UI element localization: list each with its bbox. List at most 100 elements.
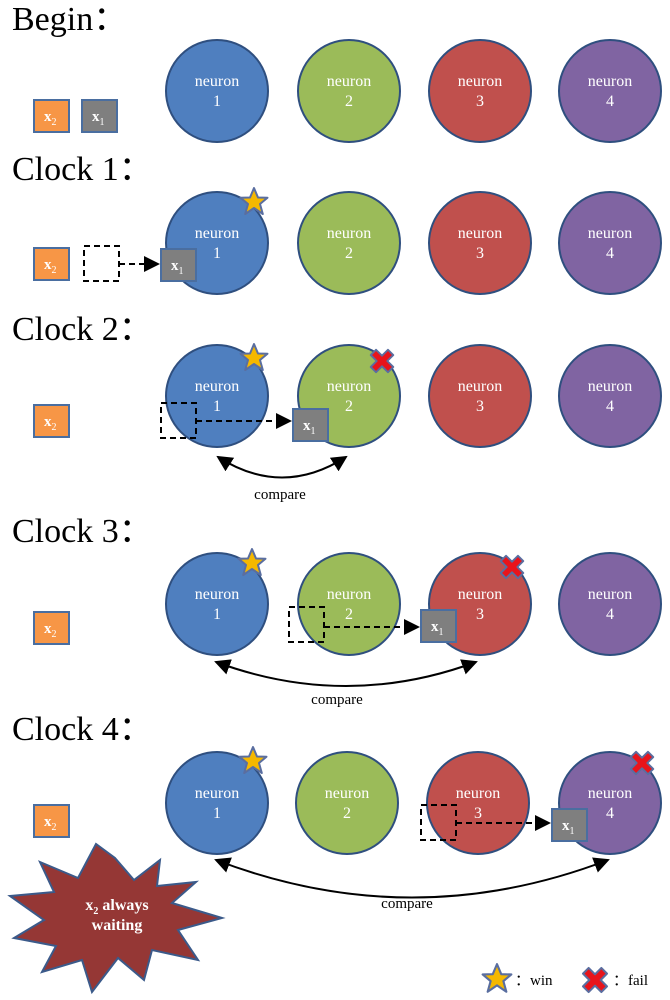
svg-text:neuron: neuron [456,785,500,802]
svg-text:4: 4 [606,606,614,623]
neuron-2: neuron 2 [297,191,401,295]
input-x2-letter: x [44,109,52,125]
stage-clock-3: Clock 3： x2 neuron 1 neuron 2 neuron 3 n… [12,513,662,708]
input-x1-letter: x [92,109,100,125]
legend-win-label: ：win [515,973,553,989]
neuron-label: neuron [458,73,502,90]
neuron-1: neuron 1 [165,552,269,656]
neuron-label: neuron [327,73,371,90]
svg-text:3: 3 [476,606,484,623]
svg-text:4: 4 [606,805,614,822]
neuron-3: neuron 3 [428,344,532,448]
svg-text:x1: x1 [431,619,444,638]
svg-text:x2: x2 [44,814,57,833]
neuron-1: neuron 1 [165,751,269,855]
svg-text:neuron: neuron [327,225,371,242]
waiting-burst: x2 always waiting [7,842,226,995]
input-box-x2: x2 [33,247,70,281]
svg-text:neuron: neuron [588,785,632,802]
svg-text:3: 3 [476,398,484,415]
input-box-x1: x1 [160,248,197,282]
input-box-x2: x2 [33,611,70,645]
input-box-x2: x2 [33,99,70,133]
stage-title-clock-1: Clock 1： [12,151,153,188]
svg-text:x1: x1 [171,258,184,277]
neuron-index: 1 [213,93,221,110]
compare-label: compare [381,896,433,912]
svg-text:2: 2 [345,245,353,262]
input-box-x1: x1 [420,609,457,643]
stage-clock-1: Clock 1： x2 neuron 1 neuron 2 neuron 3 n… [12,151,662,295]
svg-text:2: 2 [345,606,353,623]
stage-clock-2: Clock 2： x2 neuron 1 neuron 2 neuron 3 n… [12,311,662,503]
svg-text:3: 3 [476,245,484,262]
neuron-3: neuron 3 [426,751,530,855]
neuron-2: neuron 2 [297,39,401,143]
neuron-index: 3 [476,93,484,110]
svg-text:neuron: neuron [195,225,239,242]
svg-text:neuron: neuron [458,586,502,603]
svg-text:x2: x2 [44,621,57,640]
compare-label: compare [254,487,306,503]
input-box-x1: x1 [551,808,588,842]
vacated-slot [288,606,325,643]
legend-fail-label: ：fail [613,973,648,989]
svg-text:neuron: neuron [195,586,239,603]
svg-text:neuron: neuron [588,586,632,603]
stage-begin: Begin： x2 x1 neuron 1 neuron 2 neuron 3 … [12,1,662,143]
svg-text:1: 1 [213,398,221,415]
stage-title-clock-3: Clock 3： [12,513,153,550]
svg-text:1: 1 [213,245,221,262]
input-x2-sub: 2 [52,117,57,128]
svg-text:neuron: neuron [588,225,632,242]
neuron-2: neuron 2 [297,552,401,656]
stage-title-clock-4: Clock 4： [12,711,153,748]
svg-text:x2: x2 [44,414,57,433]
svg-text:neuron: neuron [327,378,371,395]
neuron-4: neuron 4 [558,344,662,448]
svg-text:neuron: neuron [327,586,371,603]
stage-clock-4: Clock 4： x2 neuron 1 neuron 2 neuron 3 n… [7,711,662,995]
legend: ：win ：fail [481,963,648,996]
svg-text:4: 4 [606,245,614,262]
input-box-x2: x2 [33,404,70,438]
compare-arrow [214,659,478,687]
svg-text:neuron: neuron [588,378,632,395]
neuron-1: neuron 1 [165,344,269,448]
neuron-3: neuron 3 [428,39,532,143]
input-box-x1: x1 [292,408,329,442]
neuron-4: neuron 4 [558,39,662,143]
compare-label: compare [311,692,363,708]
svg-text:neuron: neuron [458,378,502,395]
neuron-3: neuron 3 [428,191,532,295]
svg-text:x2 always: x2 always [85,897,148,917]
svg-text:neuron: neuron [195,378,239,395]
svg-text:x1: x1 [92,109,105,128]
svg-text:2: 2 [343,805,351,822]
svg-text:3: 3 [474,805,482,822]
svg-text:neuron: neuron [325,785,369,802]
neuron-4: neuron 4 [558,552,662,656]
svg-text:2: 2 [345,398,353,415]
stage-title-clock-2: Clock 2： [12,311,153,348]
svg-text:1: 1 [213,606,221,623]
svg-text:4: 4 [606,398,614,415]
svg-text:x1: x1 [562,818,575,837]
stage-title-begin: Begin： [12,1,127,38]
star-icon [481,963,513,993]
svg-text:neuron: neuron [195,785,239,802]
input-box-x2: x2 [33,804,70,838]
burst-line1-rest: always [98,897,148,914]
neuron-index: 4 [606,93,614,110]
neuron-1: neuron 1 [165,39,269,143]
svg-text:x2: x2 [44,257,57,276]
neuron-4: neuron 4 [558,191,662,295]
cross-icon [579,964,611,996]
burst-x-letter: x [85,897,93,914]
neuron-label: neuron [195,73,239,90]
compare-arrow [214,857,610,899]
input-box-x1: x1 [81,99,118,133]
burst-x-sub: 2 [93,906,98,917]
svg-text:x1: x1 [303,418,316,437]
